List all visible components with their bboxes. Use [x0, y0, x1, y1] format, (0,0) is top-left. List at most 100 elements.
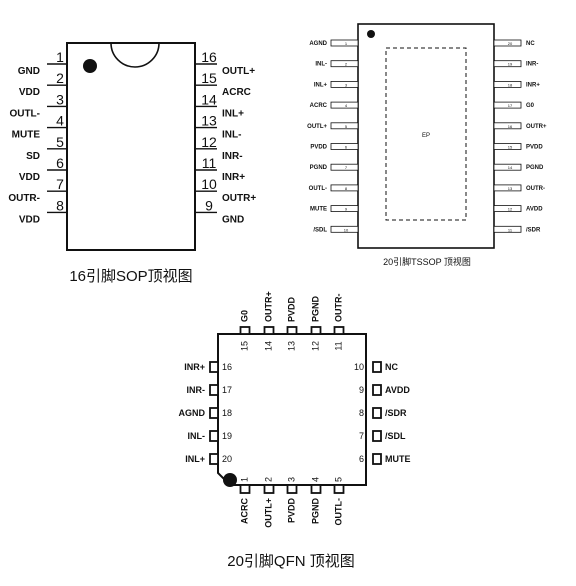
- sop16-pin-label: GND: [222, 214, 244, 225]
- tssop20-pin-pad: [330, 101, 359, 109]
- sop16-caption: 16引脚SOP顶视图: [69, 268, 192, 285]
- sop16-pin-label: OUTR+: [222, 193, 256, 204]
- qfn20-pin-pad: [372, 407, 382, 419]
- qfn20-pin-label: INR-: [187, 385, 206, 395]
- tssop20-pin-pad: [330, 225, 359, 233]
- tssop20-pin-pad: [493, 143, 522, 150]
- qfn20-pin-pad: [263, 326, 275, 335]
- tssop20-pin-number: 1: [345, 41, 348, 46]
- tssop20-pin-label: PVDD: [526, 145, 543, 151]
- qfn20-pin-number: 3: [286, 477, 296, 482]
- tssop20-pin-number: 20: [508, 41, 513, 46]
- sop16-pin-number: 3: [56, 91, 64, 107]
- tssop20-pin-label: OUTR+: [526, 124, 547, 130]
- tssop20-pin-label: G0: [526, 103, 535, 109]
- tssop20-pin-label: NC: [526, 41, 535, 47]
- tssop20-pin-label: MUTE: [310, 207, 327, 213]
- qfn20-pin-number: 19: [222, 431, 232, 441]
- qfn20-pin-pad: [209, 384, 219, 396]
- qfn20-pin-label: NC: [385, 362, 398, 372]
- sop16-pin-label: INL-: [222, 130, 241, 141]
- qfn20-pin-label: G0: [239, 310, 249, 322]
- sop16-pin-label: OUTL+: [222, 66, 255, 77]
- tssop20-pin-number: 2: [345, 62, 348, 67]
- sop16-pin-number: 14: [201, 91, 217, 107]
- qfn20-pin-pad: [263, 484, 275, 494]
- qfn20-pin-label: OUTR+: [263, 291, 273, 322]
- tssop20-pin-pad: [493, 122, 522, 130]
- tssop20-pin-number: 18: [508, 82, 513, 87]
- tssop20-pin-label: OUTL-: [309, 186, 327, 192]
- tssop20-pin-pad: [493, 60, 522, 68]
- qfn20-pin-label: PVDD: [286, 498, 296, 524]
- sop16-pin-number: 15: [201, 70, 217, 86]
- tssop20-pin-pad: [330, 143, 359, 150]
- sop16-pin-number: 4: [56, 113, 64, 129]
- sop16-pin-number: 9: [205, 197, 213, 213]
- qfn20-pin-number: 8: [359, 408, 364, 418]
- sop16-pin-label: INR+: [222, 172, 245, 183]
- tssop20-pin-pad: [330, 39, 359, 47]
- qfn20-pin-number: 15: [239, 341, 249, 351]
- qfn20-pin-number: 17: [222, 385, 232, 395]
- tssop20-pin-pad: [330, 205, 359, 213]
- qfn20-pin-pad: [239, 484, 251, 494]
- tssop20-pin-label: PGND: [526, 165, 544, 171]
- sop16-pin-number: 6: [56, 155, 64, 171]
- tssop20-pin-pad: [330, 184, 359, 192]
- tssop20-ep-label: EP: [422, 133, 430, 139]
- sop16-pin-number: 10: [201, 176, 217, 192]
- sop16-pin-number: 13: [201, 113, 217, 129]
- tssop20-pin-label: INR+: [526, 82, 540, 88]
- qfn20-pin-label: PGND: [310, 295, 320, 322]
- qfn20-pin-label: OUTL+: [263, 498, 273, 528]
- tssop20-pin-number: 16: [508, 124, 513, 129]
- tssop20-pin-label: /SDR: [526, 227, 541, 233]
- tssop20-pin-label: INL-: [315, 62, 327, 68]
- qfn20-pin-label: OUTR-: [333, 294, 343, 323]
- qfn20-pin-pad: [372, 430, 382, 442]
- tssop20-pin-label: OUTR-: [526, 186, 545, 192]
- qfn20-pin-label: AGND: [179, 408, 206, 418]
- tssop20-pin-number: 10: [344, 227, 349, 232]
- tssop20-pin-label: /SDL: [313, 227, 327, 233]
- qfn20-pin-pad: [286, 326, 298, 335]
- qfn20-pin-pad: [286, 484, 298, 494]
- qfn20-pin-label: OUTL-: [333, 498, 343, 526]
- tssop20-pin-pad: [493, 101, 522, 109]
- qfn20-pin-label: ACRC: [239, 498, 249, 524]
- qfn20-pin-number: 4: [310, 477, 320, 482]
- sop16-pin-number: 16: [201, 49, 217, 65]
- tssop20-pin-label: PVDD: [310, 145, 327, 151]
- tssop20-pin-pad: [493, 205, 522, 213]
- tssop20-pin-number: 13: [508, 186, 513, 191]
- sop16-pin-number: 11: [202, 155, 217, 171]
- qfn20-pin-pad: [372, 453, 382, 465]
- tssop20-pin-pad: [493, 184, 522, 192]
- tssop20-pin-pad: [493, 163, 522, 171]
- qfn20-pin-pad: [333, 484, 345, 494]
- tssop20-pin-pad: [330, 81, 359, 88]
- tssop20-pin-number: 9: [345, 207, 348, 212]
- qfn20-pin-number: 14: [263, 341, 273, 351]
- qfn20-pin-number: 11: [333, 341, 343, 350]
- tssop20-pin-label: ACRC: [310, 103, 328, 109]
- tssop20-pin-label: INR-: [526, 62, 538, 68]
- tssop20-pin-number: 6: [345, 145, 348, 150]
- sop16-pin-label: INL+: [222, 108, 244, 119]
- qfn20-pin-label: AVDD: [385, 385, 410, 395]
- tssop20-pin-number: 15: [508, 145, 513, 150]
- qfn20-pin-pad: [310, 326, 322, 335]
- sop16-pin-number: 8: [56, 197, 64, 213]
- sop16-pin-label: VDD: [19, 87, 40, 98]
- qfn20-pin-pad: [372, 384, 382, 396]
- sop16-pin-label: OUTL-: [9, 108, 40, 119]
- sop16-body: [66, 42, 196, 251]
- qfn20-body: [217, 333, 367, 486]
- qfn20-pin-number: 12: [310, 341, 320, 351]
- qfn20-pin-pad: [372, 361, 382, 373]
- sop16-pin1-dot: [83, 59, 97, 73]
- tssop20-pin-number: 11: [508, 227, 513, 232]
